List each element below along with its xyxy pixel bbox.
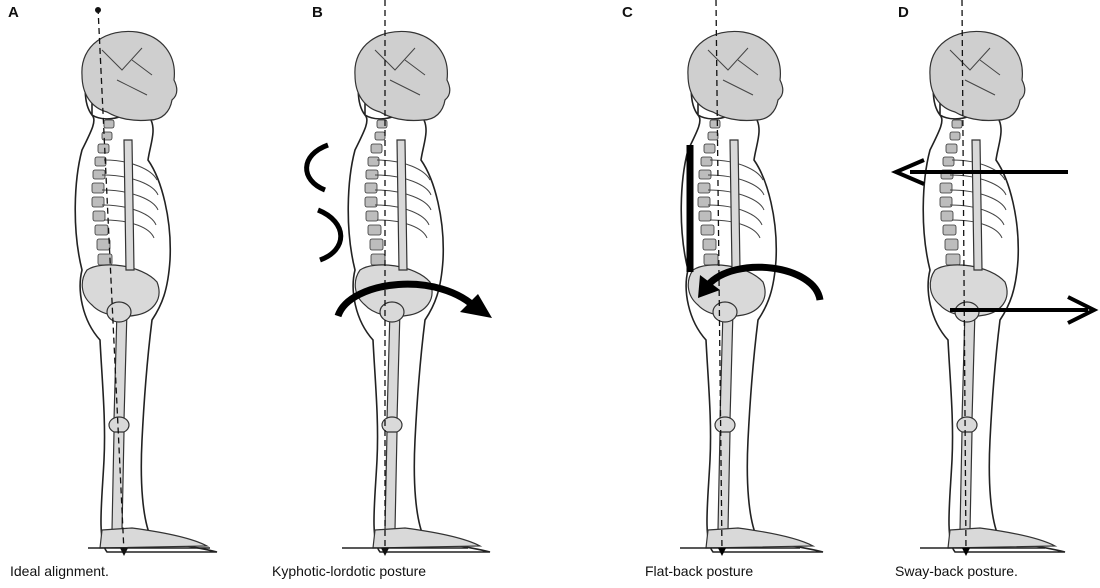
kyphosis-curve-mark <box>307 145 328 190</box>
figure-c <box>680 0 823 556</box>
figure-d <box>896 0 1094 556</box>
figure-b <box>307 0 492 556</box>
figure-a <box>75 7 217 556</box>
plumb-top-dot-a <box>95 7 101 13</box>
lordosis-curve-mark <box>318 210 341 260</box>
